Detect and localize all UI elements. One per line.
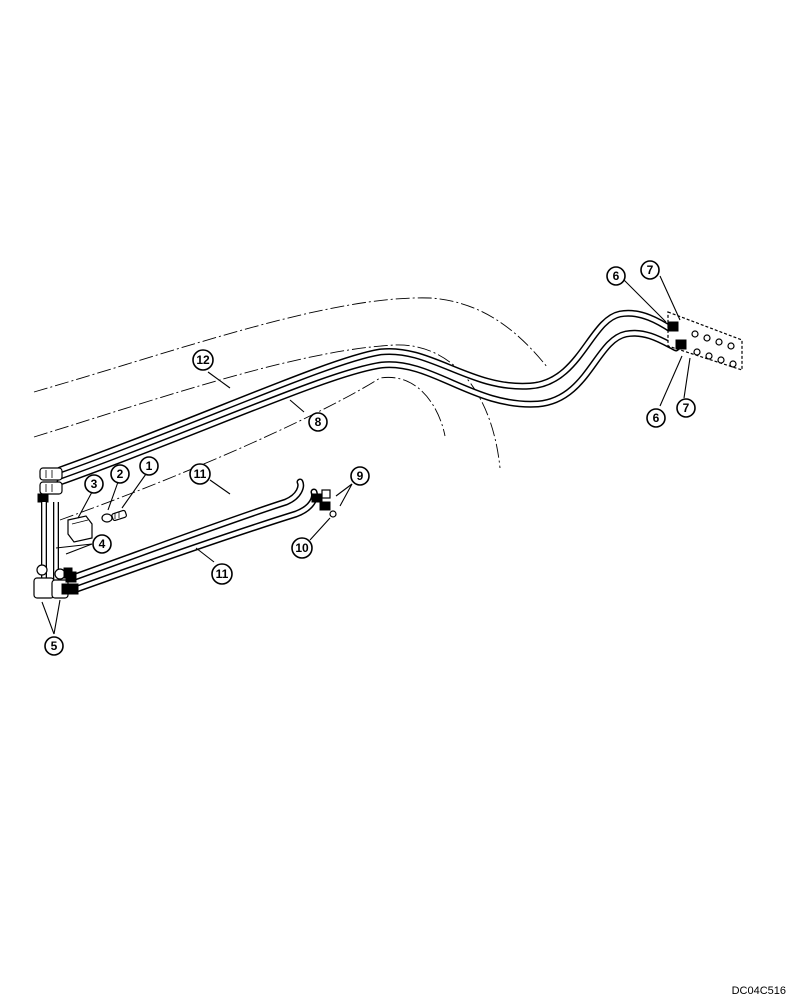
callout-10: 10: [291, 537, 313, 559]
callout-5: 5: [44, 636, 64, 656]
callout-6-bottom: 6: [646, 408, 666, 428]
callout-11-top-label: 11: [194, 467, 207, 481]
drawing-code: DC04C516: [731, 985, 786, 997]
callout-2: 2: [110, 464, 130, 484]
callout-6-bottom-label: 6: [653, 411, 660, 425]
callout-7-bottom: 7: [676, 398, 696, 418]
callout-4: 4: [92, 534, 112, 554]
callout-12: 12: [192, 349, 214, 371]
callout-9-label: 9: [357, 469, 364, 483]
callout-4-label: 4: [99, 537, 106, 551]
callout-7-top-label: 7: [647, 263, 654, 277]
callout-10-label: 10: [295, 541, 309, 555]
hose-assembly-main: [56, 309, 680, 486]
callout-3: 3: [84, 474, 104, 494]
control-valve: [667, 311, 743, 371]
callout-1: 1: [139, 456, 159, 476]
machine-outline: [33, 297, 549, 521]
callout-8: 8: [308, 412, 328, 432]
adapters-9-10: [311, 489, 337, 518]
callout-11-top: 11: [189, 463, 211, 485]
callout-6-top-label: 6: [613, 269, 620, 283]
callout-11-bottom-label: 11: [216, 567, 229, 581]
callout-6-top: 6: [606, 266, 626, 286]
callout-11-bottom: 11: [211, 563, 233, 585]
callout-8-label: 8: [315, 415, 322, 429]
callout-9: 9: [350, 466, 370, 486]
callout-12-label: 12: [196, 353, 210, 367]
callout-7-bottom-label: 7: [683, 401, 690, 415]
callout-7-top: 7: [640, 260, 660, 280]
callout-3-label: 3: [91, 477, 98, 491]
callout-1-label: 1: [146, 459, 153, 473]
left-elbow-fittings: [37, 467, 63, 503]
callout-2-label: 2: [117, 467, 124, 481]
callout-5-label: 5: [51, 639, 58, 653]
bracket-parts: [67, 509, 127, 543]
leader-lines: [41, 275, 691, 635]
